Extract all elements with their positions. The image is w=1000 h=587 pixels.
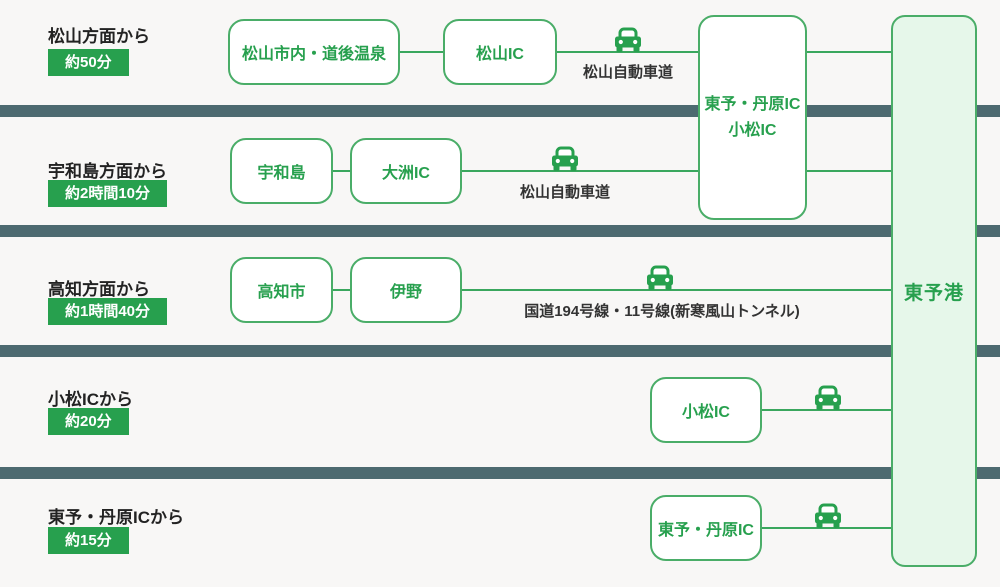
- origin-label-matsuyama: 松山方面から: [48, 27, 150, 46]
- route-line: [460, 289, 893, 291]
- car-icon: [815, 503, 841, 528]
- duration-badge-komatsu-ic: 約20分: [48, 408, 129, 435]
- stop-box-matsuyama-ic: 松山IC: [443, 19, 557, 85]
- origin-label-uwajima: 宇和島方面から: [48, 162, 167, 181]
- route-line: [555, 51, 700, 53]
- divider-bar-3: [0, 345, 1000, 357]
- route-line: [331, 170, 352, 172]
- route-line: [760, 409, 893, 411]
- car-icon: [815, 385, 841, 410]
- stop-box-komatsu-ic: 小松IC: [650, 377, 762, 443]
- car-icon: [647, 265, 673, 290]
- route-line: [460, 170, 700, 172]
- stop-box-uwajima: 宇和島: [230, 138, 333, 204]
- route-name-label: 松山自動車道: [519, 184, 611, 201]
- stop-box-kochi-city: 高知市: [230, 257, 333, 323]
- divider-bar-4: [0, 467, 1000, 479]
- car-icon: [615, 27, 641, 52]
- divider-bar-1: [0, 105, 1000, 117]
- destination-box-toyo-port: 東予港: [891, 15, 977, 567]
- duration-badge-toyo-tanbara-ic: 約15分: [48, 527, 129, 554]
- duration-badge-kochi: 約1時間40分: [48, 298, 168, 325]
- stop-box-ino: 伊野: [350, 257, 462, 323]
- origin-label-toyo-tanbara-ic: 東予・丹原ICから: [48, 508, 184, 527]
- junction-line-2: 小松IC: [728, 121, 777, 139]
- stop-box-toyo-tanbara-ic: 東予・丹原IC: [650, 495, 762, 561]
- stop-box-ozu-ic: 大洲IC: [350, 138, 462, 204]
- divider-bar-2: [0, 225, 1000, 237]
- duration-badge-matsuyama: 約50分: [48, 49, 129, 76]
- origin-label-komatsu-ic: 小松ICから: [48, 390, 133, 409]
- route-line: [760, 527, 893, 529]
- route-line: [805, 170, 893, 172]
- junction-box-toyo-tanbara-komatsu: 東予・丹原IC 小松IC: [698, 15, 807, 220]
- route-line: [398, 51, 445, 53]
- origin-label-kochi: 高知方面から: [48, 280, 150, 299]
- route-name-label: 国道194号線・11号線(新寒風山トンネル): [524, 303, 800, 320]
- stop-box-matsuyama-dogo: 松山市内・道後温泉: [228, 19, 400, 85]
- destination-label: 東予港: [903, 282, 964, 304]
- route-line: [331, 289, 352, 291]
- duration-badge-uwajima: 約2時間10分: [48, 180, 168, 207]
- car-icon: [552, 146, 578, 171]
- junction-line-1: 東予・丹原IC: [704, 95, 801, 113]
- route-name-label: 松山自動車道: [582, 64, 674, 81]
- route-line: [805, 51, 893, 53]
